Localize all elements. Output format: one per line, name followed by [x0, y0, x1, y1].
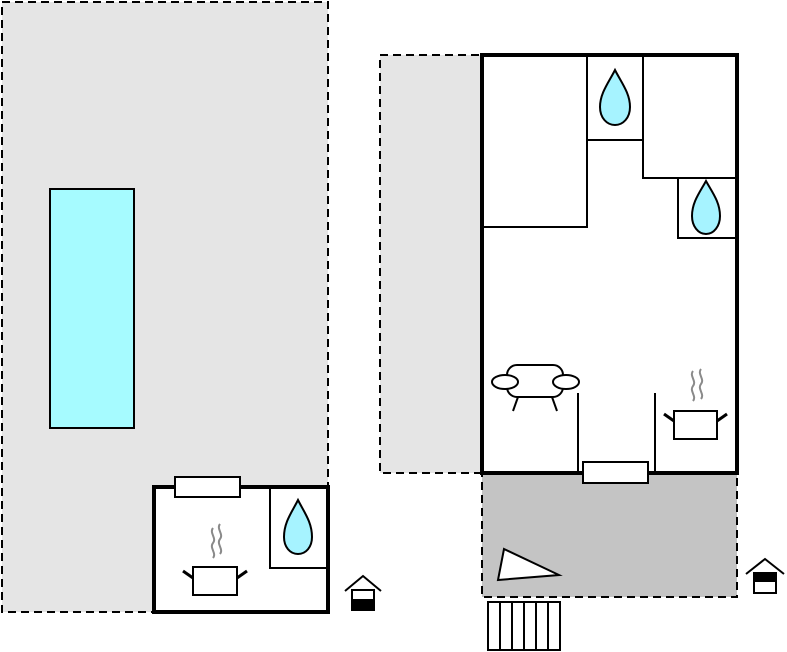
water-drop-icon [598, 67, 632, 127]
sofa-icon [491, 364, 580, 412]
bathroom-2 [677, 178, 735, 239]
water-drop-icon [282, 497, 314, 556]
bedroom-2 [642, 140, 735, 179]
kitchen-pot-icon [663, 368, 728, 440]
kitchen-pot-icon [182, 523, 248, 596]
house-entrance-icon [745, 557, 785, 594]
swimming-pool [49, 188, 135, 429]
annex-window [174, 476, 241, 498]
house-entrance-icon [344, 574, 382, 611]
stairs-icon [487, 601, 561, 651]
annex-bathroom [269, 489, 326, 569]
water-drop-icon [690, 178, 722, 236]
main-side-outdoor-area [379, 54, 483, 474]
bedroom-1 [484, 57, 588, 228]
terrace-triangle [496, 547, 563, 582]
main-door-window [582, 461, 649, 484]
